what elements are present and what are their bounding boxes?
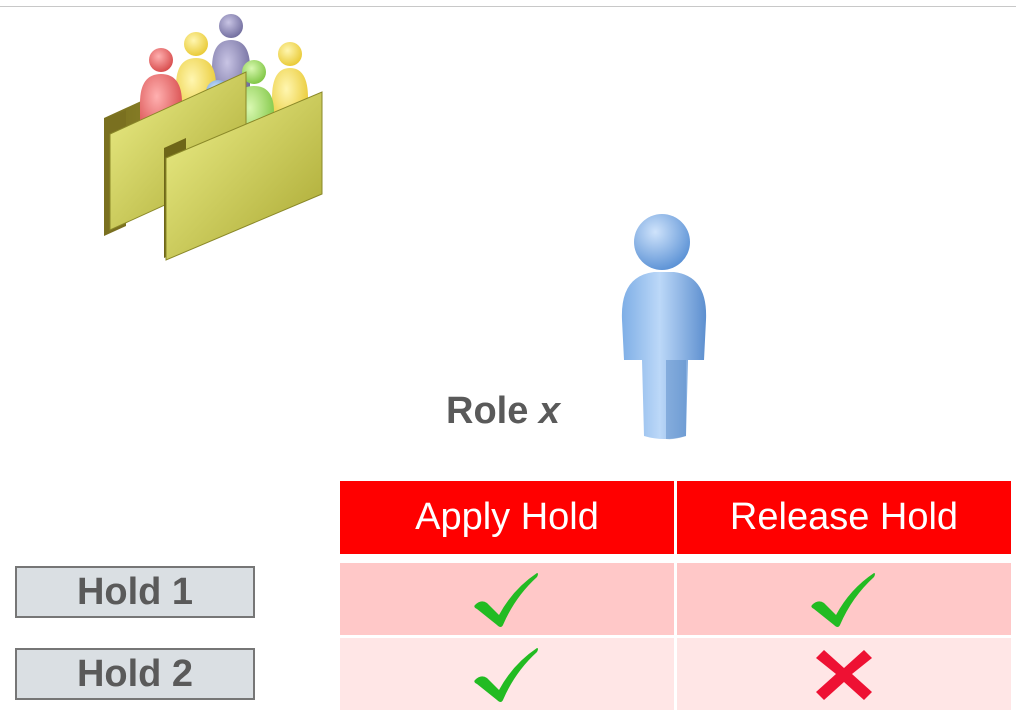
hold-1-apply-cell — [340, 563, 674, 635]
role-label: Role x — [446, 386, 616, 436]
hold-1-label: Hold 1 — [15, 566, 255, 618]
hold-1-release-cell — [677, 563, 1011, 635]
hold-2-label: Hold 2 — [15, 648, 255, 700]
role-variable: x — [538, 390, 561, 432]
hold-2-apply-cell — [340, 638, 674, 710]
cross-icon — [816, 650, 872, 700]
top-divider — [0, 6, 1016, 7]
hold-2-release-cell — [677, 638, 1011, 710]
header-release-hold: Release Hold — [677, 481, 1011, 554]
person-icon — [621, 214, 707, 440]
role-name: Role — [446, 390, 529, 432]
header-apply-hold: Apply Hold — [340, 481, 674, 554]
checkmark-icon — [811, 573, 875, 627]
people-folder-icon — [104, 14, 323, 261]
checkmark-icon — [474, 573, 538, 627]
checkmark-icon — [474, 648, 538, 702]
